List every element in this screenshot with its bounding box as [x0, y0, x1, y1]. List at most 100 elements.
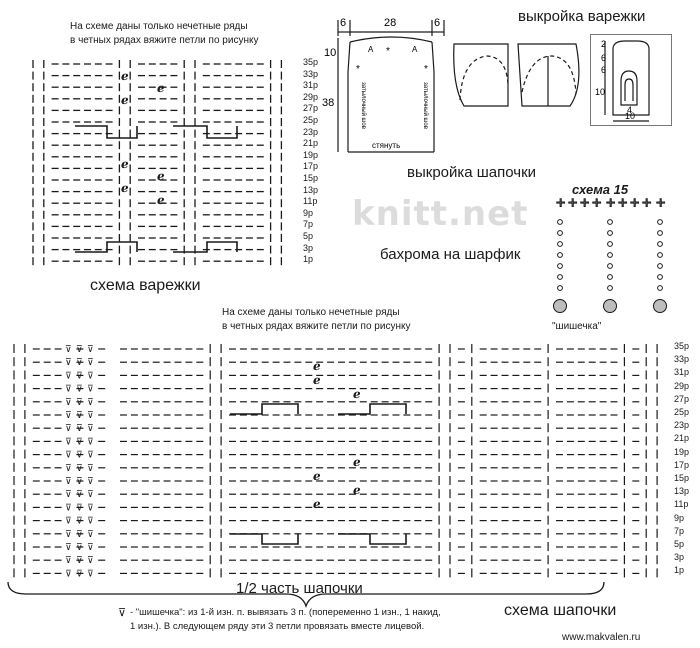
bobble-stitch: ⊽: [76, 555, 83, 565]
hat-chart-note-1: На схеме даны только нечетные ряды: [222, 307, 400, 318]
bobble-stitch: ⊽: [87, 370, 94, 380]
mitten-row-label: 9р: [303, 207, 314, 218]
bobble-stitch: ⊽: [65, 568, 72, 578]
curl-stitch: ℯ: [121, 93, 129, 107]
hat-pattern-title: выкройка шапочки: [407, 164, 537, 181]
bobble-stitch: ⊽: [87, 450, 94, 460]
fringe-chain-stitch: [607, 274, 613, 280]
fringe-chain-stitch: [607, 230, 613, 236]
hat-pattern: 6 28 6 10 38 А А * * * стянуть затылочны…: [322, 17, 445, 153]
bobble-stitch: ⊽: [87, 489, 94, 499]
mitten-row-label: 33р: [303, 68, 319, 79]
fringe-plus: +: [580, 196, 589, 212]
mitten-contour: [75, 125, 238, 253]
hat-row-label: 17р: [674, 459, 690, 470]
bobble-stitch: ⊽: [65, 436, 72, 446]
fringe-chain-stitch: [557, 241, 563, 247]
mitten-row-label: 11р: [303, 196, 318, 207]
curl-stitch: ℯ: [157, 169, 165, 183]
hat-row-label: 27р: [674, 393, 690, 404]
mitten-row-label: 5р: [303, 231, 314, 241]
mitten-dim-c: 10: [595, 87, 605, 97]
curl-stitch: ℯ: [313, 469, 321, 483]
curl-stitch: ℯ: [353, 455, 361, 469]
mitten-dim-width: 10: [625, 111, 635, 121]
curl-stitch: ℯ: [353, 483, 361, 497]
hat-dim-mid: 28: [384, 17, 396, 29]
mitten-dim-top: 2: [601, 39, 606, 49]
bobble-stitch: ⊽: [87, 529, 94, 539]
bobble-stitch: ⊽: [65, 357, 72, 367]
half-hat-brace: [7, 581, 605, 608]
bobble-stitch: ⊽: [87, 463, 94, 473]
bobble-stitch: ⊽: [87, 516, 94, 526]
mitten-chart-note-1: На схеме даны только нечетные ряды: [70, 21, 248, 32]
bobble-stitch: ⊽: [76, 436, 83, 446]
mitten-row-label: 13р: [303, 184, 319, 195]
hat-row-label: 5р: [674, 539, 685, 549]
bobble-stitch: ⊽: [76, 344, 83, 354]
hat-dim-left: 6: [340, 17, 346, 29]
fringe-plus: +: [642, 196, 651, 212]
hat-pull-label: стянуть: [372, 141, 400, 150]
bobble-stitch: ⊽: [65, 502, 72, 512]
hat-star-2: *: [386, 46, 390, 57]
bobble-stitch: ⊽: [87, 436, 94, 446]
mitten-row-label: 1р: [303, 254, 314, 265]
fringe-chain-stitch: [557, 285, 563, 291]
bobble-stitch: ⊽: [76, 568, 83, 578]
bobble-stitch: ⊽: [87, 397, 94, 407]
site-url: www.makvalen.ru: [562, 632, 641, 643]
mitten-row-label: 35р: [303, 57, 319, 67]
hat-row-label: 35р: [674, 341, 690, 351]
fringe-chain-stitch: [657, 219, 663, 225]
bobble-stitch: ⊽: [65, 555, 72, 565]
hat-dim-right: 6: [434, 17, 440, 29]
fringe-chain-stitch: [557, 252, 563, 258]
hat-label-a1: А: [368, 45, 374, 54]
mitten-dim-b: 6: [601, 65, 606, 75]
fringe-chain-stitch: [607, 285, 613, 291]
mitten-chart-title: схема варежки: [90, 277, 201, 294]
mitten-row-label: 3р: [303, 242, 314, 253]
fringe-chain-stitch: [557, 263, 563, 269]
hat-row-label: 31р: [674, 367, 690, 378]
hat-seam-right: затылочный шов: [422, 82, 429, 129]
fringe-chain-stitch: [607, 219, 613, 225]
fringe-title: бахрома на шарфик: [380, 246, 521, 263]
mitten-row-label: 21р: [303, 138, 319, 149]
bobble-stitch: ⊽: [87, 502, 94, 512]
fringe-plus: +: [618, 196, 627, 212]
bobble-stitch: ⊽: [76, 529, 83, 539]
hat-row-label: 29р: [674, 380, 690, 391]
fringe-plus: +: [592, 196, 601, 212]
bobble-stitch: ⊽: [65, 423, 72, 433]
half-hat-label: 1/2 часть шапочки: [236, 580, 363, 597]
bobble-stitch: ⊽: [87, 410, 94, 420]
hat-row-label: 11р: [674, 499, 689, 510]
mitten-row-label: 15р: [303, 173, 319, 183]
fringe-scheme-label: схема 15: [572, 182, 629, 197]
bobble-stitch: ⊽: [65, 542, 72, 552]
curl-stitch: ℯ: [313, 497, 321, 511]
bobble-stitch: ⊽: [65, 489, 72, 499]
hat-seam-left: затылочный шов: [360, 82, 367, 129]
hat-dim-top: 10: [324, 47, 336, 59]
fringe-plus: +: [630, 196, 639, 212]
hat-row-label: 19р: [674, 446, 690, 457]
fringe-bobble: [553, 299, 567, 313]
curl-stitch: ℯ: [121, 69, 129, 83]
curl-stitch: ℯ: [157, 81, 165, 95]
bobble-stitch: ⊽: [87, 357, 94, 367]
hat-chart-title: схема шапочки: [504, 602, 617, 619]
fringe-chain-stitch: [607, 241, 613, 247]
bobble-stitch: ⊽: [65, 370, 72, 380]
bobble-stitch: ⊽: [87, 344, 94, 354]
hat-row-label: 21р: [674, 433, 690, 444]
bobble-stitch: ⊽: [76, 410, 83, 420]
mitten-pattern-pieces: [453, 43, 580, 107]
hat-row-label: 15р: [674, 473, 690, 483]
mitten-row-label: 7р: [303, 219, 314, 230]
hat-chart-note-2: в четных рядах вяжите петли по рисунку: [222, 321, 411, 332]
